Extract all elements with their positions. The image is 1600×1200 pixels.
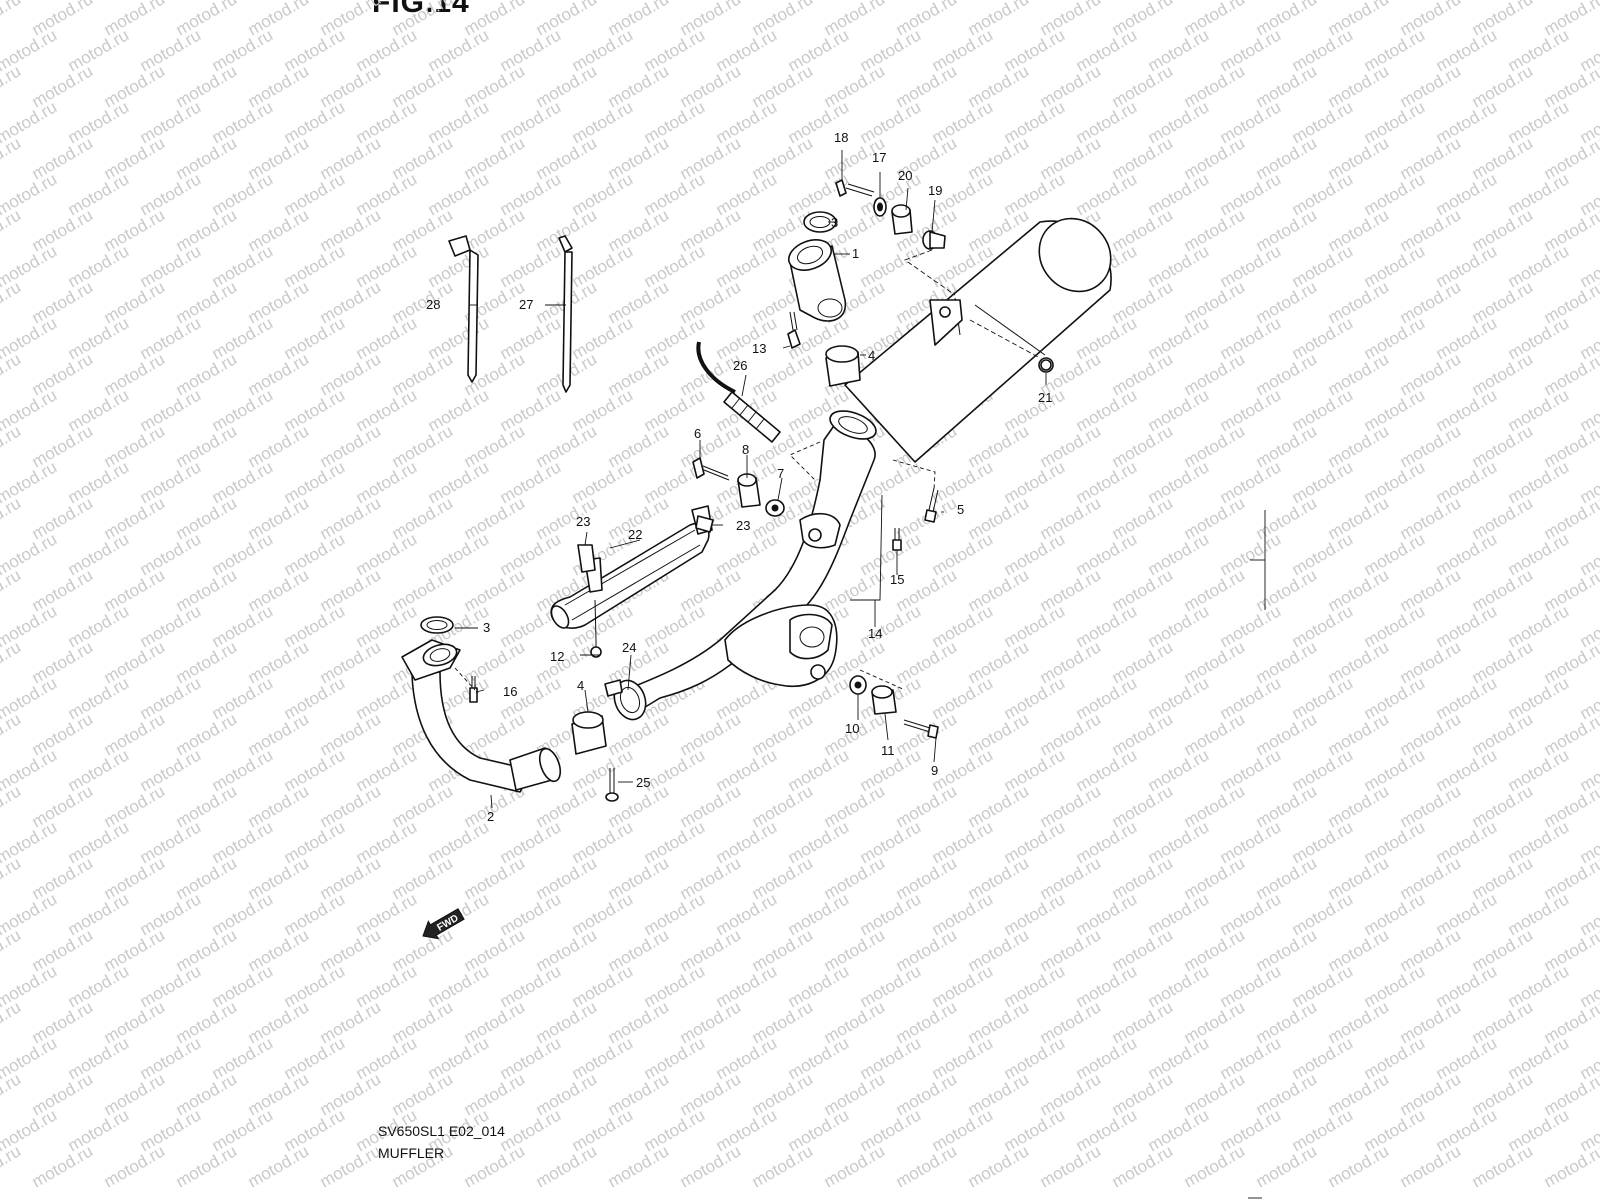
watermark-text: motod.ru xyxy=(1397,1141,1465,1191)
connector-sleeve-upper xyxy=(825,345,861,387)
callout-8: 8 xyxy=(742,442,749,457)
watermark-text: motod.ru xyxy=(0,925,24,975)
watermark-text: motod.ru xyxy=(0,565,24,615)
callout-3-upper: 3 xyxy=(831,215,838,230)
hardware xyxy=(469,179,1052,802)
callout-6: 6 xyxy=(694,426,701,441)
gasket-lower xyxy=(420,616,454,634)
callout-3-lower: 3 xyxy=(483,620,490,635)
callout-18: 18 xyxy=(834,130,848,145)
cable-tie-27 xyxy=(558,235,573,393)
callout-16: 24 xyxy=(622,640,636,655)
callout-21: 21 xyxy=(1038,390,1052,405)
callout-labels: 18 17 20 19 3 1 28 27 13 4 26 21 6 8 7 5… xyxy=(426,130,1052,824)
watermark-text: motod.ru xyxy=(965,1141,1033,1191)
watermark-text: motod.ru xyxy=(461,1141,529,1191)
muffler-body xyxy=(844,217,1112,463)
callout-19: 19 xyxy=(928,183,942,198)
callout-26: 26 xyxy=(733,358,747,373)
callout-10: 10 xyxy=(845,721,859,736)
oxygen-sensor-26 xyxy=(696,341,781,443)
watermark-text: motod.ru xyxy=(1109,1141,1177,1191)
front-exhaust-pipe-2 xyxy=(401,639,562,793)
callout-4-lower: 4 xyxy=(577,678,584,693)
watermark-text: motod.ru xyxy=(0,205,24,255)
collector-chamber xyxy=(724,604,838,687)
watermark-text: motod.ru xyxy=(0,0,24,39)
clamp-16 xyxy=(604,679,647,721)
callout-24: 12 xyxy=(550,649,564,664)
watermark-text: motod.ru xyxy=(173,1141,241,1191)
watermark-text: motod.ru xyxy=(1469,1141,1537,1191)
watermark-text: motod.ru xyxy=(29,1141,97,1191)
callout-4-upper: 4 xyxy=(868,348,875,363)
watermark-text: motod.ru xyxy=(0,349,24,399)
watermark-text: motod.ru xyxy=(1037,1141,1105,1191)
diagram-name: MUFFLER xyxy=(378,1145,445,1161)
watermark-text: motod.ru xyxy=(0,61,24,111)
callout-9: 9 xyxy=(931,763,938,778)
callout-12: 16 xyxy=(503,684,517,699)
watermark-text: motod.ru xyxy=(605,1141,673,1191)
watermark-text: motod.ru xyxy=(0,709,24,759)
callout-14: 14 xyxy=(868,626,882,641)
callout-23-right: 23 xyxy=(736,518,750,533)
watermark-text: motod.ru xyxy=(1181,1141,1249,1191)
watermark-text: motod.ru xyxy=(1253,1141,1321,1191)
watermark-text: motod.ru xyxy=(677,1141,745,1191)
callout-27: 27 xyxy=(519,297,533,312)
callout-1: 1 xyxy=(852,246,859,261)
callout-25: 25 xyxy=(636,775,650,790)
watermark-text: motod.ru xyxy=(0,997,24,1047)
connector-sleeve-lower xyxy=(571,711,607,755)
watermark-text: motod.ru xyxy=(0,637,24,687)
watermark-text: motod.ru xyxy=(749,1141,817,1191)
callout-20: 20 xyxy=(898,168,912,183)
exhaust-joint-1 xyxy=(787,239,846,322)
callout-11: 11 xyxy=(881,743,895,758)
watermark-text: motod.ru xyxy=(0,493,24,543)
callout-22: 22 xyxy=(628,527,642,542)
watermark-text: motod.ru xyxy=(101,1141,169,1191)
watermark-text: motod.ru xyxy=(0,133,24,183)
watermark-text: motod.ru xyxy=(893,1141,961,1191)
watermark-text: motod.ru xyxy=(1541,1141,1600,1191)
callout-13: 13 xyxy=(752,341,766,356)
callout-17: 17 xyxy=(872,150,886,165)
watermark-text: motod.ru xyxy=(1577,0,1600,3)
callout-23-left: 23 xyxy=(576,514,590,529)
watermark-text: motod.ru xyxy=(0,277,24,327)
figure-title: FIG.14 xyxy=(372,0,470,19)
diagram-code: SV650SL1 E02_014 xyxy=(378,1123,505,1139)
watermark-text: motod.ru xyxy=(0,1069,24,1119)
watermark-text: motod.ru xyxy=(0,853,24,903)
callout-15: 15 xyxy=(890,572,904,587)
watermark-text: motod.ru xyxy=(533,1141,601,1191)
watermark-text: motod.ru xyxy=(317,1141,385,1191)
watermark-text: motod.ru xyxy=(821,1141,889,1191)
callout-28: 28 xyxy=(426,297,440,312)
rear-exhaust-pipe xyxy=(624,410,877,713)
leader-lines xyxy=(454,150,1266,1199)
callout-2: 2 xyxy=(487,809,494,824)
callout-7: 7 xyxy=(777,466,784,481)
watermark-text: motod.ru xyxy=(0,781,24,831)
cable-tie-28 xyxy=(448,235,479,383)
watermark-text: motod.ru xyxy=(0,1141,24,1191)
watermark-text: motod.ru xyxy=(1325,1141,1393,1191)
callout-5: 5 xyxy=(957,502,964,517)
watermark-text: motod.ru xyxy=(0,421,24,471)
watermark-text: motod.ru xyxy=(245,1141,313,1191)
